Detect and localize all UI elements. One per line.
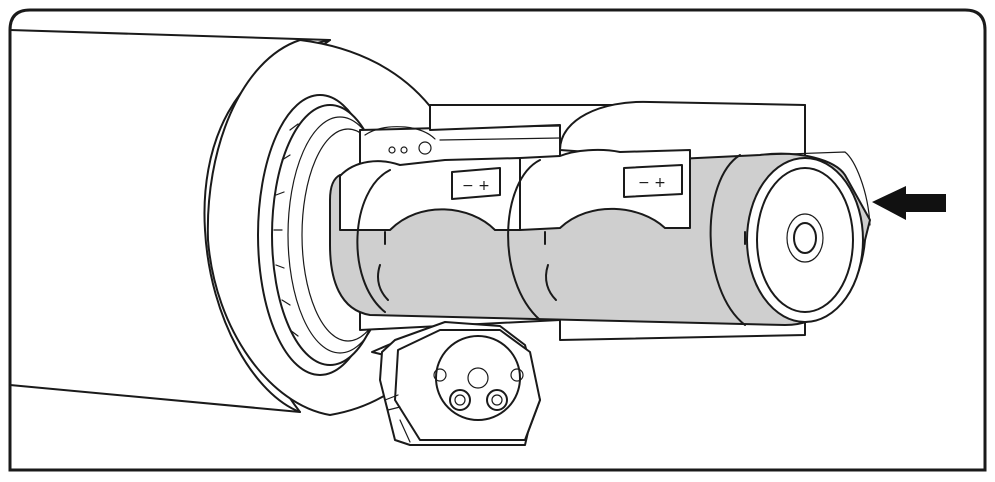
arrow-left-icon (872, 186, 946, 220)
battery-1-label: − + (451, 167, 501, 200)
polarity-label-2: − + (638, 175, 666, 191)
battery-polarity-icon (451, 167, 501, 200)
end-plate-adapter (371, 321, 541, 446)
polarity-label-1: − + (462, 178, 490, 194)
battery-polarity-icon (623, 164, 683, 198)
battery-pack (329, 148, 871, 326)
battery-2-label: − + (623, 164, 683, 198)
